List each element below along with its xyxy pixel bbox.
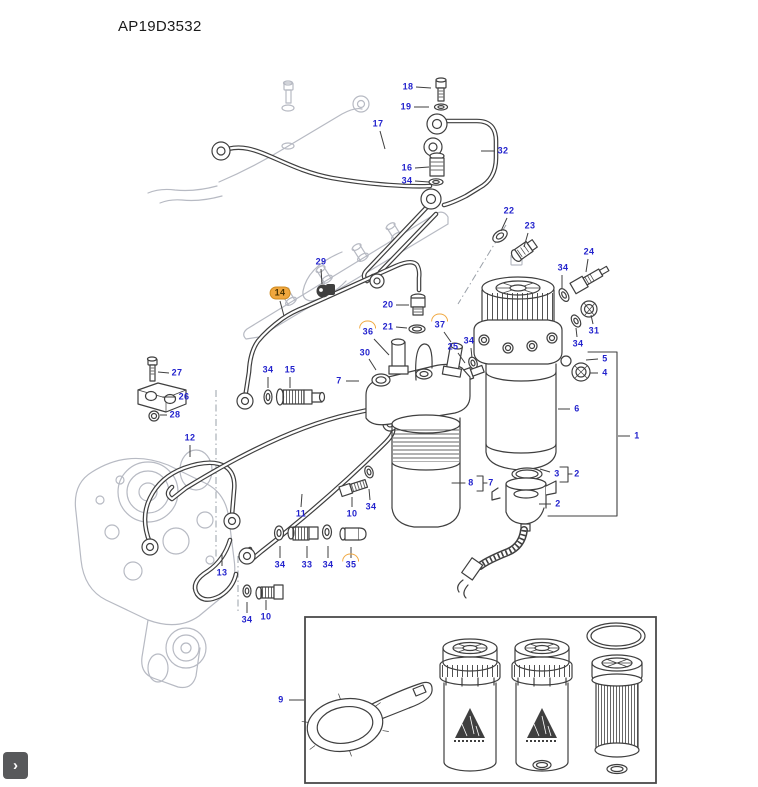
callout-10[interactable]: 10 <box>260 611 272 622</box>
callout-34[interactable]: 34 <box>274 559 286 570</box>
callout-leader-lines <box>157 86 630 701</box>
callout-37[interactable]: 37 <box>431 313 449 331</box>
callout-18[interactable]: 18 <box>402 81 414 92</box>
callout-11[interactable]: 11 <box>295 508 307 519</box>
callout-20[interactable]: 20 <box>382 299 394 310</box>
callout-21[interactable]: 21 <box>382 321 394 332</box>
callout-30[interactable]: 30 <box>359 347 371 358</box>
chevron-right-icon: › <box>13 757 18 774</box>
service-kit-box <box>301 616 657 784</box>
filter-head-assembly <box>365 338 471 426</box>
page-title: AP19D3532 <box>118 18 202 35</box>
next-page-button[interactable]: › <box>3 752 28 779</box>
callout-27[interactable]: 27 <box>171 367 183 378</box>
filter-wrench <box>301 681 433 757</box>
callout-19[interactable]: 19 <box>400 101 412 112</box>
callout-14-highlighted[interactable]: 14 <box>269 286 291 300</box>
callout-25[interactable]: 25 <box>447 341 459 352</box>
callout-34[interactable]: 34 <box>262 364 274 375</box>
callout-28[interactable]: 28 <box>169 409 181 420</box>
callout-10[interactable]: 10 <box>346 508 358 519</box>
callout-33[interactable]: 33 <box>301 559 313 570</box>
callout-1[interactable]: 1 <box>634 430 640 441</box>
kit-arc-mark <box>359 320 377 329</box>
callout-13[interactable]: 13 <box>216 567 228 578</box>
callout-22[interactable]: 22 <box>503 205 515 216</box>
callout-12[interactable]: 12 <box>184 432 196 443</box>
callout-brackets <box>451 351 618 517</box>
callout-7[interactable]: 7 <box>488 477 494 488</box>
callout-17[interactable]: 17 <box>372 118 384 129</box>
callout-26[interactable]: 26 <box>178 391 190 402</box>
callout-9[interactable]: 9 <box>278 694 284 705</box>
callout-23[interactable]: 23 <box>524 220 536 231</box>
callout-34[interactable]: 34 <box>463 335 475 346</box>
callout-31[interactable]: 31 <box>588 325 600 336</box>
callout-32[interactable]: 32 <box>497 145 509 156</box>
callout-6[interactable]: 6 <box>574 403 580 414</box>
callout-36[interactable]: 36 <box>359 320 377 338</box>
callout-8[interactable]: 8 <box>468 477 474 488</box>
callout-2[interactable]: 2 <box>574 468 580 479</box>
callout-16[interactable]: 16 <box>401 162 413 173</box>
callout-34[interactable]: 34 <box>322 559 334 570</box>
callout-2[interactable]: 2 <box>555 498 561 509</box>
callout-34[interactable]: 34 <box>365 501 377 512</box>
callout-4[interactable]: 4 <box>602 367 608 378</box>
callout-15[interactable]: 15 <box>284 364 296 375</box>
callout-7[interactable]: 7 <box>336 375 342 386</box>
left-filter-canister <box>391 414 461 528</box>
faded-engine-parts <box>74 80 523 689</box>
callout-34[interactable]: 34 <box>241 614 253 625</box>
callout-5[interactable]: 5 <box>602 353 608 364</box>
callout-34[interactable]: 34 <box>401 175 413 186</box>
kit-arc-mark <box>342 553 360 562</box>
right-filter-assembly <box>457 276 563 599</box>
small-hardware <box>137 77 610 600</box>
callout-34[interactable]: 34 <box>557 262 569 273</box>
kit-arc-mark <box>431 313 449 322</box>
callout-24[interactable]: 24 <box>583 246 595 257</box>
callout-35[interactable]: 35 <box>342 553 360 571</box>
callout-3[interactable]: 3 <box>554 468 560 479</box>
callout-34[interactable]: 34 <box>572 338 584 349</box>
kit-mesh-element <box>586 622 646 775</box>
fuel-pipes <box>145 121 496 600</box>
callout-29[interactable]: 29 <box>315 256 327 267</box>
